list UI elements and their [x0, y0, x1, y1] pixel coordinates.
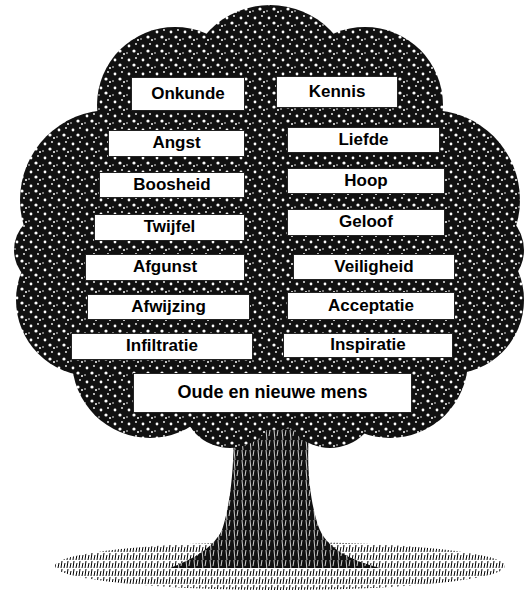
- label-text: Twijfel: [144, 218, 196, 237]
- label-text: Afgunst: [133, 258, 197, 277]
- label-text: Inspiratie: [330, 336, 406, 355]
- label-box: Veiligheid: [293, 254, 455, 280]
- label-text: Hoop: [344, 172, 387, 191]
- canopy: [14, 5, 524, 448]
- label-box: Infiltratie: [71, 333, 253, 360]
- label-box: Boosheid: [99, 172, 245, 198]
- label-text: Angst: [152, 134, 200, 153]
- label-text: Veiligheid: [334, 258, 413, 277]
- label-box: Twijfel: [94, 214, 245, 241]
- label-box: Angst: [108, 130, 245, 157]
- label-text: Acceptatie: [328, 297, 414, 316]
- label-text: Oude en nieuwe mens: [177, 383, 367, 403]
- label-text: Afwijzing: [131, 298, 206, 317]
- label-box: Liefde: [287, 127, 440, 153]
- label-text: Kennis: [309, 83, 366, 102]
- label-box: Hoop: [287, 168, 445, 194]
- label-box: Oude en nieuwe mens: [133, 373, 412, 413]
- label-box: Kennis: [276, 76, 398, 108]
- label-box: Acceptatie: [287, 292, 455, 320]
- label-box: Geloof: [287, 209, 445, 236]
- label-box: Afgunst: [85, 254, 245, 281]
- label-text: Boosheid: [133, 176, 210, 195]
- label-text: Geloof: [339, 213, 393, 232]
- label-text: Onkunde: [151, 85, 225, 104]
- label-text: Liefde: [338, 131, 388, 150]
- label-box: Afwijzing: [87, 294, 250, 320]
- label-text: Infiltratie: [126, 337, 198, 356]
- label-box: Inspiratie: [283, 333, 453, 358]
- label-box: Onkunde: [131, 77, 245, 111]
